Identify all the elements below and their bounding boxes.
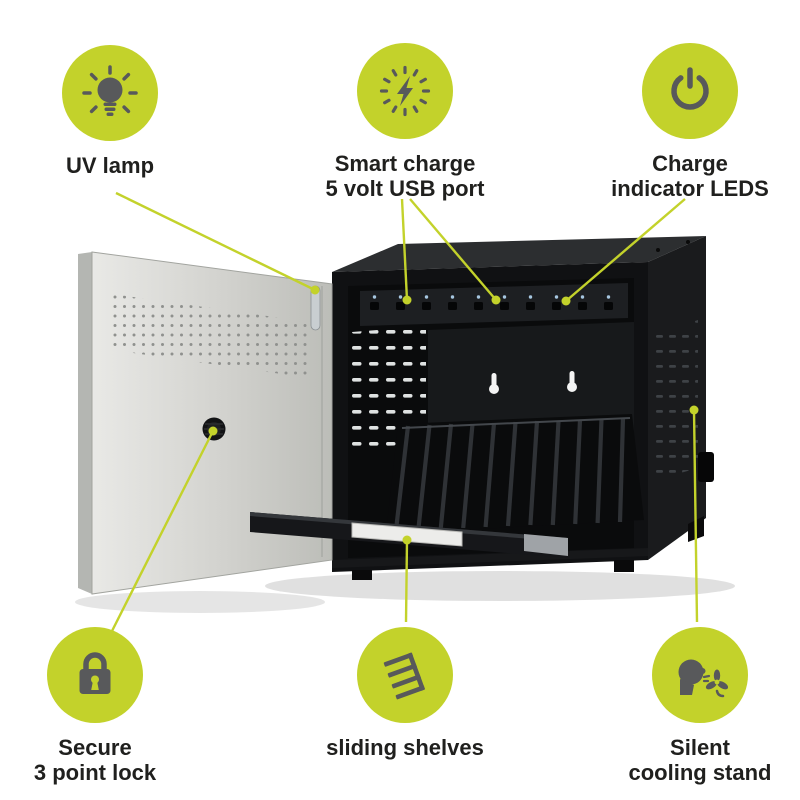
power-plug bbox=[698, 452, 714, 482]
feature-label-sliding-shelves: sliding shelves bbox=[326, 735, 484, 761]
secure-lock-badge bbox=[47, 627, 143, 723]
power-icon bbox=[671, 67, 709, 110]
sliding-shelves-badge bbox=[357, 627, 453, 723]
feature-label-uv-lamp: UV lamp bbox=[65, 153, 155, 179]
callout-dot-secure-lock bbox=[208, 426, 218, 436]
feature-label-charge-leds: Charge indicator LEDS bbox=[611, 151, 769, 201]
callout-line-smart-charge-2 bbox=[409, 198, 497, 301]
feature-secure-lock: Secure 3 point lock bbox=[5, 627, 185, 785]
feature-label-smart-charge: Smart charge 5 volt USB port bbox=[325, 151, 485, 201]
callout-dot-silent-cooling bbox=[689, 405, 699, 415]
feature-silent-cooling: Silent cooling stand bbox=[590, 627, 800, 785]
device-slot-dividers bbox=[393, 417, 626, 531]
door-shadow bbox=[75, 591, 325, 613]
feature-label-silent-cooling: Silent cooling stand bbox=[628, 735, 772, 785]
feature-label-secure-lock: Secure 3 point lock bbox=[33, 735, 157, 785]
callout-dot-uv-lamp bbox=[310, 285, 320, 295]
face-fan-icon bbox=[678, 659, 728, 698]
label-line: indicator LEDS bbox=[611, 175, 769, 201]
callout-dots bbox=[208, 285, 699, 545]
cabinet-door bbox=[78, 251, 333, 595]
label-line: Silent bbox=[670, 735, 730, 760]
cabinet-shadow bbox=[265, 571, 735, 601]
feature-sliding-shelves: sliding shelves bbox=[295, 627, 515, 761]
callout-dot-smart-charge-1 bbox=[402, 295, 412, 305]
callout-line-charge-leds bbox=[565, 198, 686, 302]
interior-vents bbox=[352, 326, 426, 450]
feature-smart-charge: Smart charge 5 volt USB port bbox=[295, 43, 515, 201]
feature-charge-indicator-leds: Charge indicator LEDS bbox=[580, 43, 800, 201]
callout-line-uv-lamp bbox=[115, 191, 316, 292]
label-line: cooling stand bbox=[628, 759, 772, 785]
fan-blades bbox=[705, 669, 728, 698]
label-line: Charge bbox=[652, 151, 728, 176]
callout-dot-sliding-shelves bbox=[402, 535, 412, 545]
side-vents bbox=[656, 320, 698, 480]
callout-dot-charge-leds bbox=[561, 296, 571, 306]
label-line: Smart charge bbox=[334, 151, 476, 176]
label-line: 5 volt USB port bbox=[325, 175, 485, 201]
callout-line-secure-lock bbox=[109, 430, 215, 634]
callout-dot-smart-charge-2 bbox=[491, 295, 501, 305]
callout-line-smart-charge-1 bbox=[400, 198, 409, 301]
silent-cooling-badge bbox=[652, 627, 748, 723]
door-perforations bbox=[112, 294, 310, 378]
label-line: 3 point lock bbox=[33, 759, 157, 785]
label-line: Secure bbox=[58, 735, 132, 760]
shelves-icon bbox=[383, 652, 425, 700]
sliding-shelf bbox=[250, 512, 568, 558]
feature-uv-lamp: UV lamp bbox=[20, 45, 200, 179]
charge-leds-badge bbox=[642, 43, 738, 139]
callout-lines bbox=[109, 191, 699, 634]
shelf-label-plate bbox=[351, 522, 463, 547]
lightbulb-icon bbox=[82, 65, 138, 116]
callout-line-silent-cooling bbox=[692, 409, 699, 623]
cabinet-body bbox=[332, 236, 714, 580]
smart-charge-badge bbox=[357, 43, 453, 139]
callout-line-sliding-shelves bbox=[404, 539, 409, 623]
lightning-bolt bbox=[397, 76, 413, 106]
label-line: sliding shelves bbox=[326, 735, 484, 760]
padlock-icon bbox=[79, 652, 111, 694]
charge-timer-icon bbox=[379, 65, 431, 117]
keyhole-mounts bbox=[489, 371, 577, 394]
uv-lamp-badge bbox=[62, 45, 158, 141]
label-line: UV lamp bbox=[65, 153, 155, 178]
